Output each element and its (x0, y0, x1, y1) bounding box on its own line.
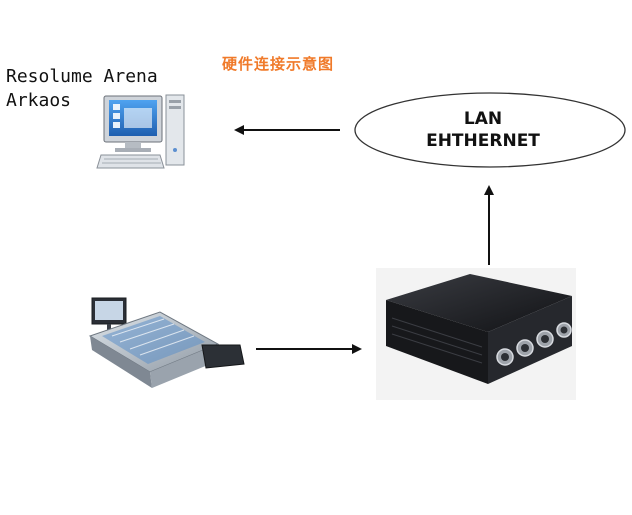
software-label: Resolume Arena Arkaos (6, 65, 158, 113)
dmx-interface-box-icon (376, 268, 576, 400)
computer-icon (96, 94, 185, 169)
network-line-lan: LAN (463, 109, 503, 129)
lighting-console-icon (88, 297, 245, 388)
lan-ellipse (354, 92, 626, 168)
network-line-ethernet: EHTHERNET (426, 131, 540, 151)
diagram-title: 硬件连接示意图 (222, 55, 335, 73)
software-line-resolume: Resolume Arena (6, 66, 158, 87)
software-line-arkaos: Arkaos (6, 90, 72, 111)
network-label: LAN EHTHERNET (418, 108, 548, 152)
